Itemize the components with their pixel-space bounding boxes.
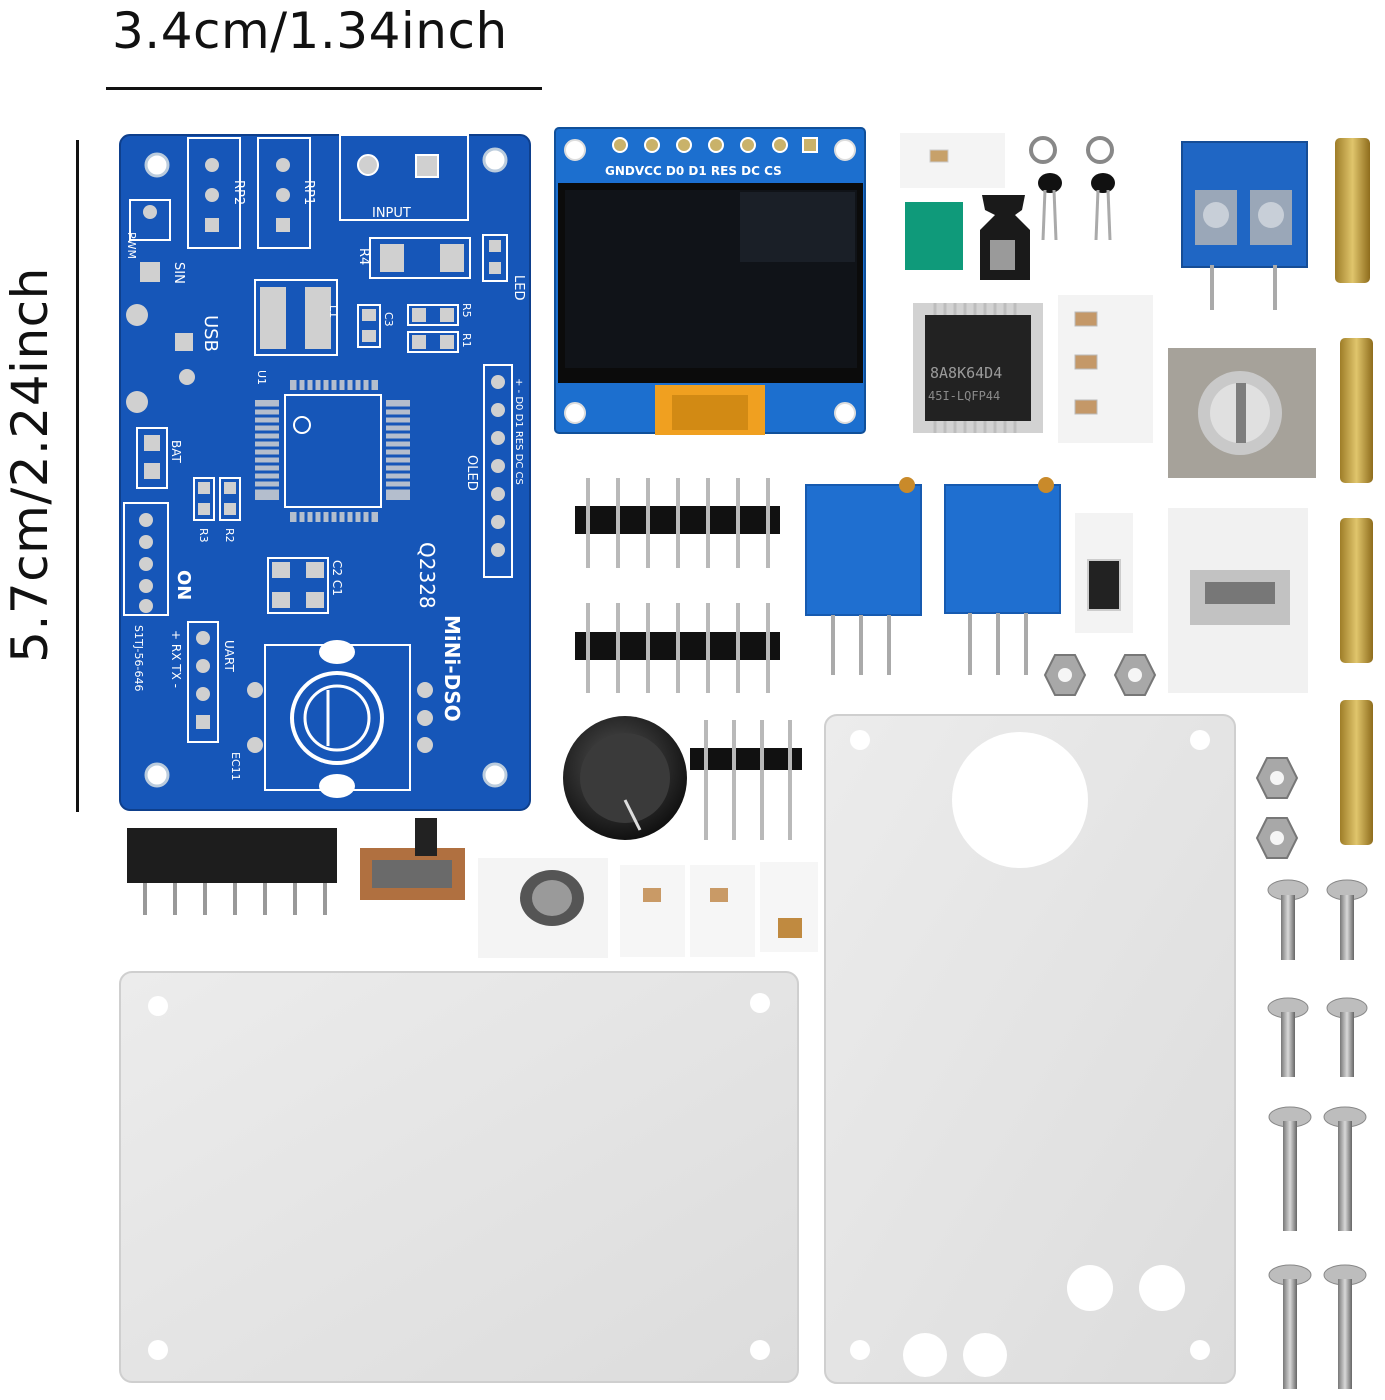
pcb-q2328-label: Q2328 bbox=[415, 542, 439, 609]
pcb-uart-label: UART bbox=[222, 640, 236, 672]
pcb-u1-label: U1 bbox=[255, 370, 268, 385]
smd-parts-group-bottom bbox=[478, 858, 818, 958]
mcu-chip: 8A8K64D4 45I-LQFP44 bbox=[913, 303, 1043, 433]
width-dimension-line bbox=[106, 87, 542, 90]
pcb-r2-label: R2 bbox=[223, 528, 236, 543]
pcb-uart-pins-label: + RX TX - bbox=[169, 630, 183, 688]
female-pin-header bbox=[127, 828, 337, 915]
pcb-sin-label: SIN bbox=[171, 262, 186, 284]
acrylic-panel-front bbox=[824, 714, 1236, 1384]
shunt-resistor bbox=[1075, 513, 1133, 633]
pcb-rp1-label: RP1 bbox=[301, 180, 316, 205]
pcb-r1-label: R1 bbox=[460, 333, 473, 348]
pcb-rp2-label: RP2 bbox=[231, 180, 246, 205]
brass-standoffs bbox=[1335, 138, 1373, 845]
height-dimension-line bbox=[76, 140, 79, 812]
pcb-c3-label: C3 bbox=[382, 312, 395, 327]
micro-usb-connector bbox=[1168, 508, 1308, 693]
pcb-board: INPUT RP2 RP1 R4 LED PWM SIN USB L1 bbox=[119, 134, 531, 811]
pcb-bat-label: BAT bbox=[169, 440, 183, 464]
pcb-input-label: INPUT bbox=[372, 206, 411, 221]
pcb-r5-label: R5 bbox=[460, 303, 473, 318]
pcb-oled-pins-label: + - D0 D1 RES DC CS bbox=[513, 378, 524, 485]
pin-header-1 bbox=[575, 478, 780, 568]
pcb-pwm-label: PWM bbox=[125, 232, 138, 259]
width-dimension-label: 3.4cm/1.34inch bbox=[112, 2, 508, 60]
pin-header-2 bbox=[575, 603, 780, 693]
smd-resistor-tape bbox=[1058, 295, 1153, 443]
screw-terminal-block bbox=[1181, 141, 1308, 310]
mcu-marking-line2: 45I-LQFP44 bbox=[928, 389, 1000, 403]
trimmer-potentiometer-2 bbox=[944, 477, 1061, 675]
rotary-encoder bbox=[1168, 348, 1316, 478]
pcb-oled-label: OLED bbox=[464, 455, 479, 491]
pcb-board-name: MiNi-DSO bbox=[440, 615, 464, 722]
mcu-marking-line1: 8A8K64D4 bbox=[930, 364, 1002, 382]
pcb-ec11-label: EC11 bbox=[229, 752, 242, 781]
pcb-l1-label: L1 bbox=[327, 305, 340, 318]
pcb-r3-label: R3 bbox=[197, 528, 210, 543]
oled-pin-labels: GNDVCC D0 D1 RES DC CS bbox=[605, 164, 782, 178]
pcb-usb-label: USB bbox=[200, 315, 221, 352]
oled-display-module: GNDVCC D0 D1 RES DC CS bbox=[554, 127, 866, 435]
pcb-sku-label: S1TJ-56-646 bbox=[132, 625, 145, 691]
trimmer-potentiometer-1 bbox=[805, 477, 922, 675]
pcb-led-label: LED bbox=[511, 275, 526, 300]
control-knob bbox=[563, 716, 687, 840]
acrylic-panel-back bbox=[119, 971, 799, 1383]
screws bbox=[1267, 879, 1368, 1389]
slide-switch bbox=[360, 818, 465, 900]
pcb-on-label: ON bbox=[173, 570, 194, 600]
pcb-r4-label: R4 bbox=[356, 248, 371, 265]
smd-parts-group-top bbox=[900, 133, 1115, 280]
pcb-c2c1-label: C2 C1 bbox=[330, 560, 344, 596]
right-angle-pin-header bbox=[690, 720, 802, 840]
